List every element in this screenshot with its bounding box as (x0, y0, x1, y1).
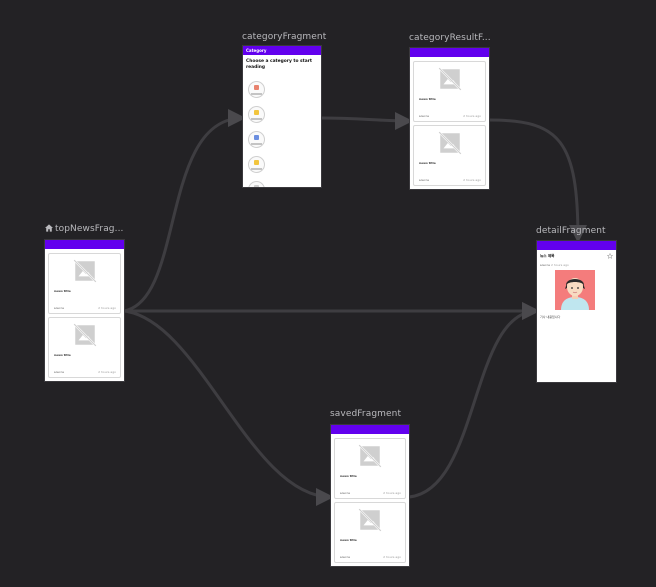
broken-image-icon (358, 444, 382, 468)
news-title: news title (419, 161, 436, 165)
news-title: news title (340, 538, 357, 542)
news-source: source (340, 555, 350, 559)
screen-preview: 뉴스 제목 source 2 hours ago 기사 내용입니다 (537, 241, 616, 382)
news-source: source (54, 306, 64, 310)
destination-topnews[interactable]: topNewsFrag... news title source 2 hours… (45, 224, 125, 382)
action-category-to-result[interactable] (320, 111, 413, 130)
news-card: news title source 2 hours ago (48, 253, 121, 314)
news-time: 2 hours ago (463, 178, 481, 182)
news-source: source (419, 114, 429, 118)
news-time: 2 hours ago (383, 555, 401, 559)
app-bar (45, 240, 124, 249)
destination-saved[interactable]: savedFragment news title source 2 hours … (329, 409, 410, 567)
detail-time: 2 hours ago (551, 263, 569, 267)
destination-category-result[interactable]: categoryResultF... news title source 2 h… (409, 33, 491, 190)
business-icon (254, 85, 259, 90)
news-title: news title (419, 97, 436, 101)
news-source: source (419, 178, 429, 182)
destination-label: topNewsFrag... (45, 224, 124, 234)
app-bar (331, 425, 409, 434)
category-item (248, 81, 265, 98)
news-title: news title (340, 474, 357, 478)
news-card: news title source 2 hours ago (334, 438, 406, 499)
action-result-to-detail[interactable] (488, 118, 587, 243)
detail-body: 기사 내용입니다 (540, 315, 561, 319)
detail-title: 뉴스 제목 (540, 254, 555, 258)
news-card: news title source 2 hours ago (413, 125, 486, 186)
technology-icon (254, 135, 259, 140)
destination-label: savedFragment (330, 409, 402, 419)
category-heading: Choose a category to start reading (246, 59, 312, 70)
action-topnews-to-saved[interactable] (123, 309, 334, 506)
category-item (248, 156, 265, 173)
screen-preview: news title source 2 hours ago news title… (45, 240, 124, 381)
screen-preview: Category Choose a category to start read… (243, 46, 321, 187)
app-bar (410, 48, 489, 57)
app-bar (537, 241, 616, 250)
broken-image-icon (72, 323, 97, 347)
news-card: news title source 2 hours ago (413, 61, 486, 122)
news-source: source (340, 491, 350, 495)
sports-icon (254, 160, 259, 165)
destination-detail[interactable]: detailFragment 뉴스 제목 source 2 hours ago (536, 226, 617, 384)
screen-preview: news title source 2 hours ago news title… (331, 425, 409, 566)
app-bar: Category (243, 46, 321, 55)
news-title: news title (54, 289, 71, 293)
action-topnews-to-category[interactable] (123, 109, 246, 313)
broken-image-icon (72, 259, 97, 283)
category-item (248, 131, 265, 148)
news-card: news title source 2 hours ago (334, 502, 406, 563)
category-item (248, 181, 265, 187)
detail-source: source (540, 263, 550, 267)
news-time: 2 hours ago (463, 114, 481, 118)
news-time: 2 hours ago (383, 491, 401, 495)
detail-image (555, 270, 595, 310)
destination-label: categoryResultF... (409, 33, 491, 43)
avatar-illustration (555, 270, 595, 310)
star-outline-icon[interactable] (607, 253, 613, 259)
destination-category[interactable]: categoryFragment Category Choose a categ… (242, 32, 326, 189)
news-card: news title source 2 hours ago (48, 317, 121, 378)
screen-preview: news title source 2 hours ago news title… (410, 48, 489, 189)
news-title: news title (54, 353, 71, 357)
action-saved-to-detail[interactable] (408, 302, 540, 499)
broken-image-icon (358, 508, 382, 532)
broken-image-icon (437, 131, 462, 155)
home-icon (45, 224, 53, 232)
destination-label: categoryFragment (242, 32, 327, 42)
news-time: 2 hours ago (98, 370, 116, 374)
destination-label: detailFragment (536, 226, 606, 236)
entertainment-icon (254, 110, 259, 115)
news-time: 2 hours ago (98, 306, 116, 310)
more-icon (254, 185, 259, 187)
broken-image-icon (437, 67, 462, 91)
news-source: source (54, 370, 64, 374)
category-item (248, 106, 265, 123)
